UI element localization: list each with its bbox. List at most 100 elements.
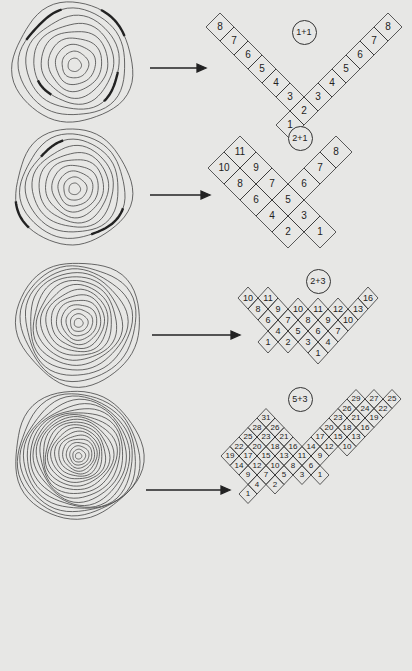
circle-label: 2+3 [310, 277, 325, 286]
growth-ring [52, 165, 98, 212]
cell-number: 31 [262, 414, 271, 422]
cell-number: 13 [280, 452, 289, 460]
grid-cell [258, 331, 278, 353]
cell-number: 10 [218, 163, 229, 173]
growth-ring [71, 314, 89, 332]
cell-number: 8 [333, 147, 339, 157]
cell-number: 7 [264, 471, 268, 479]
growth-ring [58, 171, 93, 206]
grid-cell [332, 55, 360, 83]
cell-number: 1 [315, 349, 320, 358]
cell-number: 29 [352, 395, 361, 403]
circle-label: 1+1 [296, 28, 311, 37]
cell-number: 6 [253, 195, 259, 205]
grid-cell [248, 55, 276, 83]
growth-ring [12, 2, 133, 122]
cell-number: 2 [301, 106, 307, 116]
circle-label: 2+1 [292, 134, 307, 143]
cell-number: 5 [259, 64, 265, 74]
growth-ring [48, 38, 101, 92]
growth-ring [18, 8, 125, 115]
cell-number: 9 [318, 452, 322, 460]
cell-number: 23 [334, 414, 343, 422]
growth-ring [41, 284, 112, 355]
growth-ring [62, 51, 89, 78]
cell-number: 11 [298, 452, 306, 460]
cell-number: 4 [269, 211, 275, 221]
grid-cell [276, 83, 304, 111]
cell-number: 3 [305, 338, 310, 347]
parastichy-circle: 1+1 [292, 20, 317, 45]
cell-number: 1 [317, 227, 323, 237]
growth-ring [59, 435, 97, 474]
grid-cell [258, 309, 278, 331]
arrow-line [152, 334, 232, 335]
grid-cells [206, 13, 402, 504]
grid-cell [240, 184, 272, 216]
grid-cell [288, 320, 308, 342]
dark-ring-mark [41, 141, 63, 157]
growth-ring [41, 32, 108, 99]
cell-number: 4 [273, 78, 279, 88]
grid-cell [206, 13, 234, 41]
dark-ring-mark [26, 10, 61, 40]
arrow-line [150, 67, 198, 68]
cell-number: 7 [317, 163, 323, 173]
cell-number: 20 [253, 443, 262, 451]
cell-number: 7 [269, 179, 275, 189]
cell-number: 4 [329, 78, 335, 88]
dark-ring-mark [38, 80, 51, 94]
grid-cell [272, 216, 304, 248]
arrows [146, 64, 240, 494]
cell-number: 25 [244, 433, 253, 441]
cell-number: 7 [335, 327, 340, 336]
cell-number: 16 [363, 294, 373, 303]
cell-number: 8 [385, 22, 391, 32]
cell-number: 9 [253, 163, 259, 173]
cell-number: 5 [285, 195, 291, 205]
cell-number: 3 [300, 471, 304, 479]
cell-number: 11 [235, 147, 245, 157]
cell-number: 9 [325, 316, 330, 325]
cell-number: 6 [315, 327, 320, 336]
growth-ring [36, 281, 117, 361]
cell-number: 8 [305, 316, 310, 325]
dark-ring-mark [91, 208, 123, 234]
grid-cell [288, 168, 320, 200]
growth-ring [31, 273, 129, 370]
growth-ring [34, 23, 114, 104]
cell-number: 24 [361, 405, 370, 413]
cell-number: 8 [255, 305, 260, 314]
cell-number: 6 [309, 462, 313, 470]
cell-number: 8 [237, 179, 243, 189]
grid-cell [234, 41, 262, 69]
grid-cell [360, 27, 388, 55]
cell-number: 7 [231, 36, 237, 46]
cell-number: 2 [285, 227, 291, 237]
growth-ring [55, 431, 100, 476]
cell-number: 2 [273, 481, 277, 489]
growth-ring [46, 160, 104, 218]
cell-number: 1 [265, 338, 270, 347]
cell-number: 18 [343, 424, 352, 432]
grid-cell [288, 200, 320, 232]
cell-number: 4 [255, 481, 259, 489]
arrow-head [221, 486, 230, 494]
cell-number: 27 [370, 395, 379, 403]
cell-number: 1 [318, 471, 322, 479]
grid-cell [258, 287, 278, 309]
growth-ring [69, 183, 81, 195]
growth-ring [30, 409, 126, 506]
cell-number: 25 [388, 395, 397, 403]
cell-number: 5 [343, 64, 349, 74]
tree-rings [12, 2, 145, 519]
cell-number: 21 [352, 414, 361, 422]
cell-number: 13 [353, 305, 363, 314]
cell-number: 7 [285, 316, 290, 325]
grid-cell [256, 200, 288, 232]
cell-number: 7 [371, 36, 377, 46]
cell-number: 10 [293, 305, 303, 314]
grid-cell [308, 320, 328, 342]
parastichy-circle: 2+3 [306, 269, 331, 294]
